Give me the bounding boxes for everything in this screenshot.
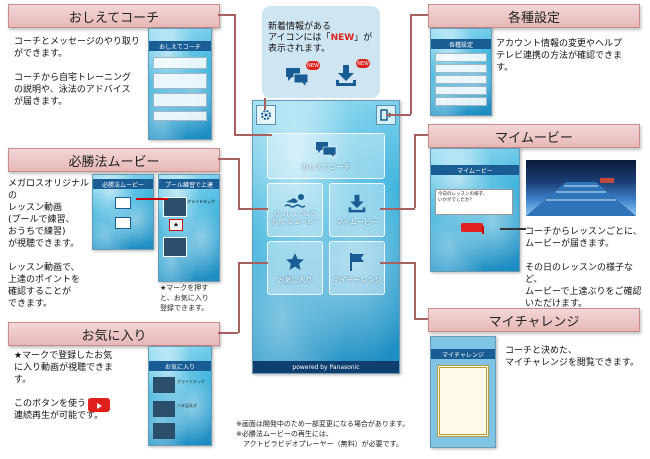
coach-tile-label: おしえてコーチ (301, 162, 351, 171)
footnote: ※画面は開発中のため一部変更になる場合があります。 ※必勝法ムービーの再生には、… (236, 420, 410, 448)
my-challenge-screen-thumb: マイチャレンジ (430, 336, 496, 448)
favorite-header: お気に入り (8, 322, 220, 346)
item-label: バタ足泳ぎ (177, 403, 197, 408)
settings-desc: アカウント情報の変更やヘルプ テレビ連携の方法が確認できま す。 (496, 39, 623, 73)
my-challenge-screen-title: マイチャレンジ (431, 349, 495, 359)
favorite-screen-thumb: お気に入り グライドキック バタ足泳ぎ (148, 346, 212, 446)
connector-line (414, 318, 428, 320)
star-icon (286, 252, 304, 270)
connector-line (414, 134, 416, 208)
download-icon (334, 64, 358, 88)
settings-row (435, 97, 487, 106)
connector-line (218, 14, 234, 16)
connector-line (234, 14, 236, 134)
settings-row (435, 64, 487, 73)
my-movie-header: マイムービー (428, 124, 640, 148)
connector-line (380, 208, 415, 210)
settings-screen-title: 各種設定 (431, 39, 491, 49)
favorite-star-button[interactable]: ★ (169, 219, 183, 231)
movie-detail-title: プール練習で上達 (159, 179, 219, 189)
movie-list-title: 必勝法ムービー (93, 179, 153, 189)
settings-row (435, 75, 487, 84)
my-movie-tile-label: マイムービー (336, 217, 378, 226)
swimmer-icon (284, 194, 306, 208)
connector-line (218, 332, 238, 334)
notice-text: 新着情報がある アイコンには「NEW」が 表示されます。 (268, 22, 373, 54)
movie-tile[interactable]: ひっしょうほう 必 勝 法 ムービー (267, 183, 323, 237)
connector-line (238, 158, 240, 208)
movie-header: 必勝法ムービー (8, 148, 220, 172)
connector-line (218, 158, 238, 160)
flag-icon (350, 252, 364, 271)
my-movie-desc: コーチからレッスンごとに、 ムービーが届きます。 その日のレッスンの様子など、 … (525, 227, 642, 309)
settings-header: 各種設定 (428, 4, 640, 28)
my-challenge-tile[interactable]: マイチャレンジ (329, 241, 385, 295)
connector-line (264, 98, 266, 110)
movie-desc: メガロスオリジナルの レッスン動画 (プールで練習、 おうちで練習) が視聴でき… (8, 179, 90, 309)
star-callout: ★マークを押す と、お気に入り 登録できます。 (160, 284, 209, 312)
connector-line (380, 262, 415, 264)
my-challenge-header: マイチャレンジ (428, 308, 640, 332)
movie-list-thumb: 必勝法ムービー (92, 174, 154, 250)
settings-screen-thumb: 各種設定 (430, 28, 492, 116)
settings-row (435, 86, 487, 95)
favorite-screen-title: お気に入り (149, 361, 211, 371)
play-movie-button[interactable] (461, 223, 483, 232)
connector-line (386, 114, 411, 116)
my-challenge-tile-label: マイチャレンジ (332, 275, 382, 284)
connector-line (238, 262, 268, 264)
movie-detail-thumb: プール練習で上達 グライドキック ★ (158, 174, 220, 282)
item-label: グライドキック (187, 199, 215, 204)
connector-line (414, 262, 416, 319)
video-thumbnail (163, 237, 187, 257)
pool-movie-preview (526, 160, 636, 216)
connector-line (410, 14, 428, 16)
main-app-screen: おしえてコーチ ひっしょうほう 必 勝 法 ムービー マイムービー お気に入り … (252, 100, 400, 374)
settings-row (435, 53, 487, 62)
movie-list-icon (115, 197, 131, 209)
coach-screen-title: おしえてコーチ (149, 41, 211, 51)
movie-message: 今日のレッスンの様子、 いかがでしたか？ (435, 189, 513, 215)
message-row (153, 57, 207, 69)
my-movie-screen-title: マイムービー (431, 165, 519, 175)
message-row (153, 111, 207, 121)
star-pointer-line (136, 198, 168, 200)
connector-line (238, 262, 240, 333)
new-badge: NEW (356, 59, 370, 68)
my-movie-tile[interactable]: マイムービー (329, 183, 385, 237)
connector-line (414, 134, 428, 136)
coach-tile[interactable]: おしえてコーチ (267, 133, 385, 179)
my-movie-screen-thumb: マイムービー 今日のレッスンの様子、 いかがでしたか？ (430, 148, 520, 272)
favorite-desc: ★マークで登録したお気 に入り動画が視聴できま す。 このボタンを使うと、 連続… (14, 351, 114, 421)
video-thumbnail (153, 377, 175, 393)
download-icon (348, 194, 366, 212)
new-badge: NEW (306, 61, 320, 70)
movie-list-icon (115, 217, 131, 229)
coach-desc: コーチとメッセージのやり取り ができます。 コーチから自宅トレーニング の説明や… (14, 37, 140, 107)
settings-gear-button[interactable] (256, 105, 276, 125)
item-label: グライドキック (177, 379, 205, 384)
video-thumbnail (153, 423, 175, 439)
powered-by-footer: powered by Panasonic (253, 361, 399, 373)
my-challenge-desc: コーチと決めた、 マイチャレンジを閲覧できます。 (505, 346, 640, 368)
favorite-tile-label: お気に入り (277, 275, 313, 284)
youtube-icon (88, 398, 110, 412)
message-row (153, 73, 207, 89)
message-pointer-line (500, 228, 526, 230)
connector-line (238, 208, 268, 210)
video-thumbnail (163, 197, 187, 217)
chat-icon (284, 66, 310, 89)
movie-tile-label: ひっしょうほう 必 勝 法 ムービー (271, 211, 319, 226)
play-pointer-line (482, 226, 484, 234)
message-row (153, 93, 207, 107)
coach-header: おしえてコーチ (8, 4, 220, 28)
chat-icon (316, 141, 337, 159)
favorite-tile[interactable]: お気に入り (267, 241, 323, 295)
challenge-certificate (437, 365, 489, 437)
connector-line (410, 14, 412, 114)
notice-bubble: 新着情報がある アイコンには「NEW」が 表示されます。 NEW NEW (262, 6, 380, 98)
video-thumbnail (153, 401, 175, 417)
coach-screen-thumb: おしえてコーチ (148, 28, 212, 140)
connector-line (234, 134, 272, 136)
